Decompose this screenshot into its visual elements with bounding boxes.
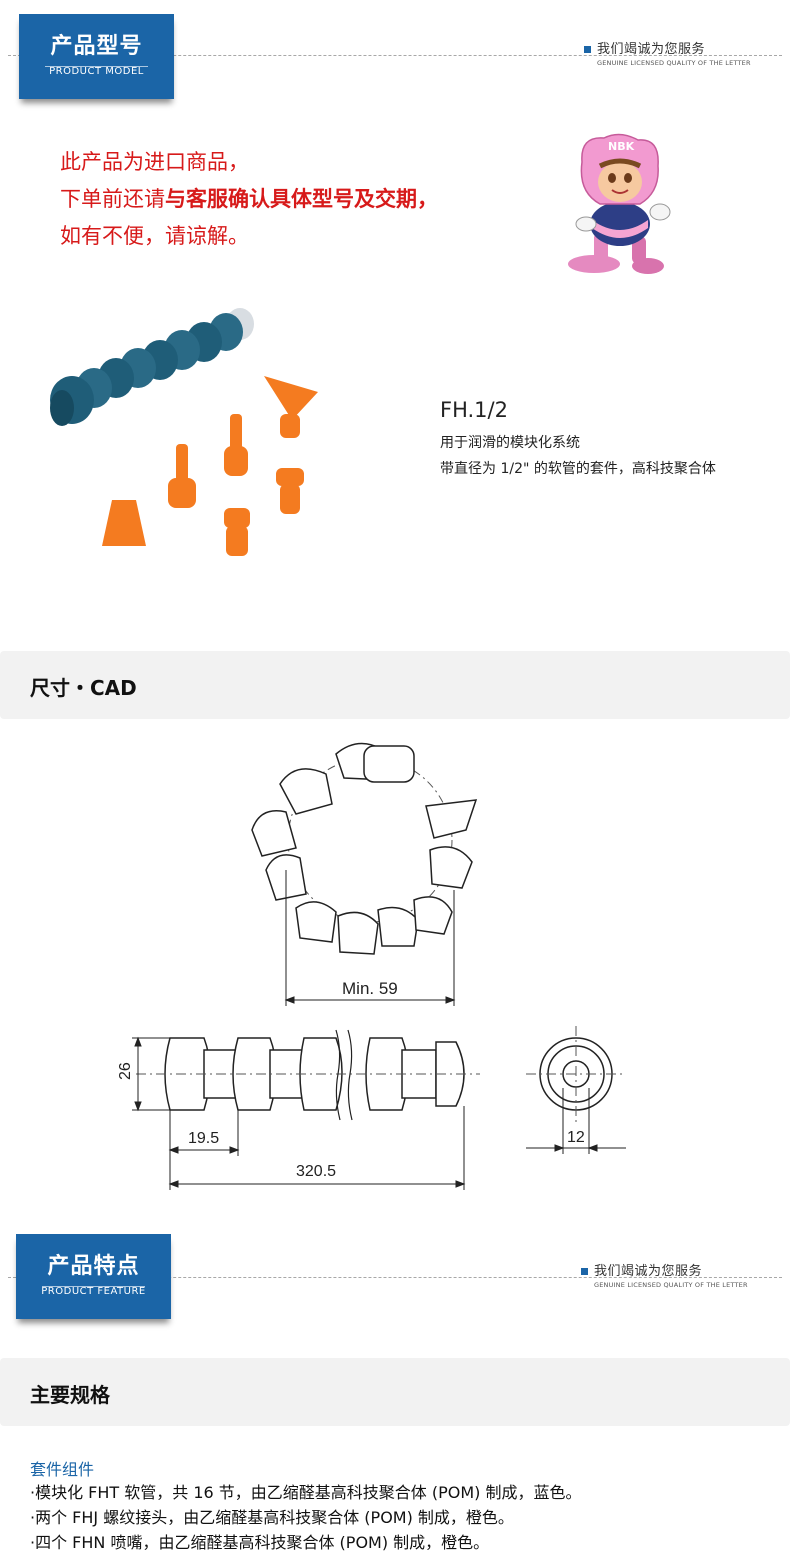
badge-title: 产品型号 — [50, 34, 143, 59]
product-desc-line-2: 带直径为 1/2" 的软管的套件，高科技聚合体 — [440, 461, 716, 477]
spec-item: ·两个 FHJ 螺纹接头，由乙缩醛基高科技聚合体 (POM) 制成，橙色。 — [30, 1508, 514, 1527]
cad-section-band: 尺寸・CAD — [0, 651, 790, 719]
section-header-feature: 产品特点 PRODUCT FEATURE 我们竭诚为您服务 GENUINE LI… — [0, 1222, 790, 1322]
product-model: FH.1/2 — [440, 398, 508, 422]
badge-divider — [45, 66, 148, 67]
modular-hose-image — [50, 308, 254, 426]
notice-line-2: 下单前还请与客服确认具体型号及交期， — [60, 181, 438, 218]
spec-section-band: 主要规格 — [0, 1358, 790, 1426]
cad-drawing: Min. 59 26 19.5 320.5 — [117, 742, 626, 1190]
cad-dimension-height — [132, 1036, 170, 1112]
notice-line-1: 此产品为进口商品， — [60, 150, 249, 174]
spec-item: ·模块化 FHT 软管，共 16 节，由乙缩醛基高科技聚合体 (POM) 制成，… — [30, 1483, 582, 1502]
mascot-logo-text: NBK — [608, 140, 635, 153]
badge-subtitle: PRODUCT MODEL — [49, 66, 144, 77]
spec-list: ·模块化 FHT 软管，共 16 节，由乙缩醛基高科技聚合体 (POM) 制成，… — [30, 1480, 582, 1555]
header-divider — [8, 1277, 782, 1278]
service-tagline: 我们竭诚为您服务 GENUINE LICENSED QUALITY OF THE… — [584, 38, 751, 67]
cad-label-height: 26 — [117, 1062, 134, 1080]
orange-nozzles-image — [102, 376, 318, 556]
bullet-square-icon — [584, 46, 591, 53]
cad-dimension-min — [284, 870, 456, 1006]
cad-label-diameter: 12 — [567, 1129, 585, 1146]
spec-section-title: 主要规格 — [30, 1383, 110, 1407]
spec-item: ·四个 FHN 喷嘴，由乙缩醛基高科技聚合体 (POM) 制成，橙色。 — [30, 1533, 490, 1552]
service-subtext: GENUINE LICENSED QUALITY OF THE LETTER — [597, 59, 751, 67]
cad-label-total: 320.5 — [296, 1163, 336, 1180]
notice-line-2-emphasis: 与客服确认具体型号及交期， — [165, 187, 438, 211]
badge-title: 产品特点 — [47, 1254, 140, 1279]
product-photo — [50, 308, 318, 556]
import-notice: 此产品为进口商品， 下单前还请与客服确认具体型号及交期， 如有不便，请谅解。 — [60, 144, 438, 255]
cad-label-min: Min. 59 — [342, 979, 398, 998]
mascot-illustration: NBK — [568, 133, 671, 274]
section-header-model: 产品型号 PRODUCT MODEL 我们竭诚为您服务 GENUINE LICE… — [0, 0, 790, 100]
service-tagline: 我们竭诚为您服务 GENUINE LICENSED QUALITY OF THE… — [581, 1260, 748, 1289]
product-description: 用于润滑的模块化系统 带直径为 1/2" 的软管的套件，高科技聚合体 — [440, 430, 716, 482]
service-text: 我们竭诚为您服务 — [594, 1264, 703, 1279]
badge-divider — [42, 1286, 145, 1287]
cad-dimension-segment — [168, 1110, 240, 1190]
service-text: 我们竭诚为您服务 — [597, 42, 706, 57]
section-badge-model: 产品型号 PRODUCT MODEL — [19, 14, 174, 99]
product-desc-line-1: 用于润滑的模块化系统 — [440, 435, 580, 451]
notice-line-2-prefix: 下单前还请 — [60, 187, 165, 211]
spec-subtitle: 套件组件 — [30, 1460, 95, 1479]
cad-ring-view — [251, 742, 478, 955]
header-divider — [8, 55, 782, 56]
badge-subtitle: PRODUCT FEATURE — [41, 1286, 146, 1297]
cad-dimension-diameter — [526, 1088, 626, 1154]
cad-dimension-total — [168, 1106, 466, 1190]
section-badge-feature: 产品特点 PRODUCT FEATURE — [16, 1234, 171, 1319]
notice-line-3: 如有不便，请谅解。 — [60, 224, 249, 248]
bullet-square-icon — [581, 1268, 588, 1275]
cad-label-segment: 19.5 — [188, 1130, 219, 1147]
service-subtext: GENUINE LICENSED QUALITY OF THE LETTER — [594, 1281, 748, 1289]
cad-section-title: 尺寸・CAD — [30, 676, 137, 700]
